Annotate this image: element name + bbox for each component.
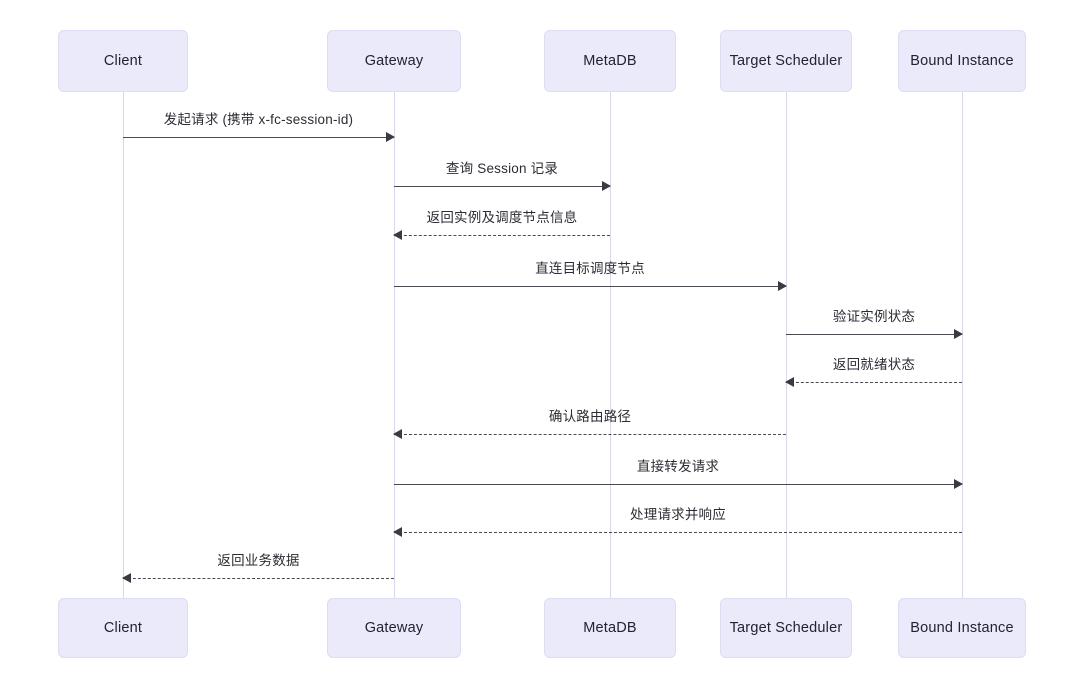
actor-scheduler-bottom[interactable]: Target Scheduler: [720, 598, 852, 658]
actor-instance-top[interactable]: Bound Instance: [898, 30, 1026, 92]
message-label: 返回实例及调度节点信息: [426, 210, 578, 225]
message-label: 确认路由路径: [548, 409, 632, 424]
arrowhead-right-icon: [778, 281, 787, 292]
message-label: 直连目标调度节点: [535, 261, 645, 276]
message-line: [394, 235, 610, 236]
message-line: [786, 334, 962, 335]
message-line: [394, 186, 610, 187]
lifeline-gateway: [394, 92, 395, 598]
message-label: 处理请求并响应: [630, 507, 726, 522]
arrowhead-right-icon: [602, 181, 611, 192]
arrowhead-left-icon: [393, 527, 402, 538]
actor-metadb-top[interactable]: MetaDB: [544, 30, 676, 92]
actor-label: MetaDB: [583, 53, 637, 69]
arrowhead-left-icon: [785, 377, 794, 388]
message-label: 验证实例状态: [832, 309, 916, 324]
actor-label: Client: [103, 53, 143, 69]
arrowhead-left-icon: [122, 573, 131, 584]
message-label: 发起请求 (携带 x-fc-session-id): [163, 112, 354, 127]
message-line: [394, 484, 962, 485]
actor-label: Gateway: [364, 620, 424, 636]
message-label: 返回业务数据: [217, 553, 300, 568]
actor-metadb-bottom[interactable]: MetaDB: [544, 598, 676, 658]
message-label: 返回就绪状态: [832, 357, 916, 372]
arrowhead-left-icon: [393, 429, 402, 440]
message-line: [394, 434, 786, 435]
arrowhead-right-icon: [954, 329, 963, 340]
arrowhead-right-icon: [954, 479, 963, 490]
actor-label: Bound Instance: [910, 53, 1014, 69]
message-label: 直接转发请求: [636, 459, 720, 474]
actor-label: Target Scheduler: [729, 53, 843, 69]
actor-label: Bound Instance: [910, 620, 1014, 636]
actor-label: MetaDB: [583, 620, 637, 636]
actor-gateway-top[interactable]: Gateway: [327, 30, 461, 92]
actor-label: Target Scheduler: [729, 620, 843, 636]
actor-instance-bottom[interactable]: Bound Instance: [898, 598, 1026, 658]
arrowhead-right-icon: [386, 132, 395, 143]
message-line: [394, 286, 786, 287]
actor-gateway-bottom[interactable]: Gateway: [327, 598, 461, 658]
arrowhead-left-icon: [393, 230, 402, 241]
lifeline-client: [123, 92, 124, 598]
message-label: 查询 Session 记录: [445, 161, 559, 176]
actor-client-top[interactable]: Client: [58, 30, 188, 92]
actor-label: Gateway: [364, 53, 424, 69]
actor-client-bottom[interactable]: Client: [58, 598, 188, 658]
actor-label: Client: [103, 620, 143, 636]
message-line: [786, 382, 962, 383]
lifeline-scheduler: [786, 92, 787, 598]
lifeline-metadb: [610, 92, 611, 598]
message-line: [123, 578, 394, 579]
actor-scheduler-top[interactable]: Target Scheduler: [720, 30, 852, 92]
message-line: [123, 137, 394, 138]
lifeline-instance: [962, 92, 963, 598]
message-line: [394, 532, 962, 533]
